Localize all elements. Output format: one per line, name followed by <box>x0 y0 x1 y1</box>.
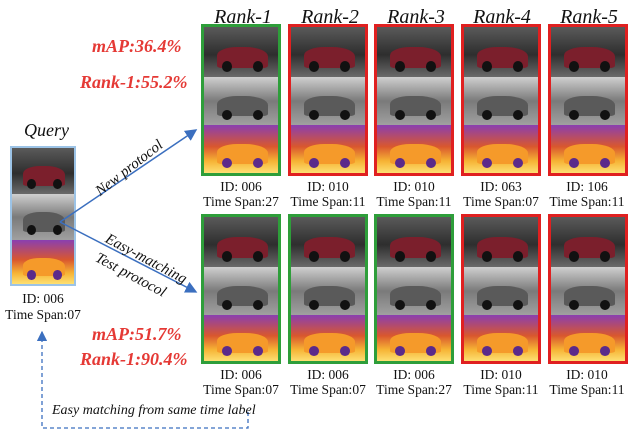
new-result-tir-image <box>204 125 278 173</box>
easy-result-time-span: Time Span:11 <box>549 382 625 397</box>
easy-result-nir-image <box>464 267 538 315</box>
easy-protocol-arrow <box>59 221 198 293</box>
easy-protocol-rank1: Rank-1:90.4% <box>80 349 188 369</box>
new-result-id: ID: 106 <box>566 179 608 194</box>
new-result-card <box>201 24 281 176</box>
easy-result-time-span: Time Span:07 <box>203 382 279 397</box>
new-protocol-rank1: Rank-1:55.2% <box>80 72 188 92</box>
easy-result-id: ID: 006 <box>220 367 262 382</box>
new-result-rgb-image <box>204 27 278 77</box>
easy-result-id: ID: 010 <box>480 367 522 382</box>
rank-header-3: Rank-3 <box>387 6 445 28</box>
easy-result-card <box>461 214 541 364</box>
new-protocol-arrow <box>59 129 198 223</box>
easy-result-tir-image <box>464 315 538 361</box>
query-card <box>10 146 76 286</box>
easy-result-nir-image <box>204 267 278 315</box>
easy-result-nir-image <box>551 267 625 315</box>
query-title: Query <box>24 120 69 140</box>
new-result-card <box>288 24 368 176</box>
easy-result-card <box>288 214 368 364</box>
easy-result-id: ID: 010 <box>566 367 608 382</box>
new-result-id: ID: 063 <box>480 179 522 194</box>
easy-result-nir-image <box>291 267 365 315</box>
new-result-nir-image <box>291 77 365 125</box>
new-result-card <box>374 24 454 176</box>
new-result-time-span: Time Span:27 <box>203 194 279 209</box>
easy-result-card <box>201 214 281 364</box>
new-result-nir-image <box>377 77 451 125</box>
easy-result-time-span: Time Span:07 <box>290 382 366 397</box>
query-nir-image <box>12 194 74 240</box>
easy-result-rgb-image <box>464 217 538 267</box>
new-result-tir-image <box>377 125 451 173</box>
new-result-nir-image <box>204 77 278 125</box>
new-result-id: ID: 010 <box>393 179 435 194</box>
easy-matching-dashed-link <box>36 330 249 429</box>
easy-result-time-span: Time Span:11 <box>463 382 539 397</box>
easy-matching-footnote: Easy matching from same time label <box>52 403 256 418</box>
easy-result-tir-image <box>551 315 625 361</box>
new-result-rgb-image <box>464 27 538 77</box>
query-rgb-image <box>12 148 74 194</box>
rank-header-4: Rank-4 <box>473 6 531 28</box>
easy-result-tir-image <box>291 315 365 361</box>
easy-result-id: ID: 006 <box>307 367 349 382</box>
new-result-time-span: Time Span:11 <box>549 194 625 209</box>
rank-header-5: Rank-5 <box>560 6 618 28</box>
query-id: ID: 006 <box>22 291 64 306</box>
easy-result-card <box>374 214 454 364</box>
easy-result-tir-image <box>377 315 451 361</box>
easy-result-time-span: Time Span:27 <box>376 382 452 397</box>
new-result-nir-image <box>551 77 625 125</box>
query-time-span: Time Span:07 <box>5 307 81 322</box>
easy-result-card <box>548 214 628 364</box>
query-tir-image <box>12 240 74 284</box>
easy-result-rgb-image <box>291 217 365 267</box>
rank-header-2: Rank-2 <box>301 6 359 28</box>
easy-result-id: ID: 006 <box>393 367 435 382</box>
easy-result-rgb-image <box>551 217 625 267</box>
rank-header-1: Rank-1 <box>214 6 272 28</box>
new-result-tir-image <box>551 125 625 173</box>
new-result-tir-image <box>464 125 538 173</box>
new-protocol-map: mAP:36.4% <box>92 36 182 56</box>
easy-result-rgb-image <box>377 217 451 267</box>
easy-result-rgb-image <box>204 217 278 267</box>
new-result-rgb-image <box>291 27 365 77</box>
new-result-tir-image <box>291 125 365 173</box>
new-result-card <box>461 24 541 176</box>
new-result-nir-image <box>464 77 538 125</box>
new-result-rgb-image <box>551 27 625 77</box>
new-result-time-span: Time Span:11 <box>290 194 366 209</box>
new-result-rgb-image <box>377 27 451 77</box>
new-result-time-span: Time Span:07 <box>463 194 539 209</box>
easy-result-nir-image <box>377 267 451 315</box>
new-result-card <box>548 24 628 176</box>
easy-protocol-map: mAP:51.7% <box>92 324 182 344</box>
easy-result-tir-image <box>204 315 278 361</box>
new-result-id: ID: 010 <box>307 179 349 194</box>
new-result-time-span: Time Span:11 <box>376 194 452 209</box>
new-result-id: ID: 006 <box>220 179 262 194</box>
